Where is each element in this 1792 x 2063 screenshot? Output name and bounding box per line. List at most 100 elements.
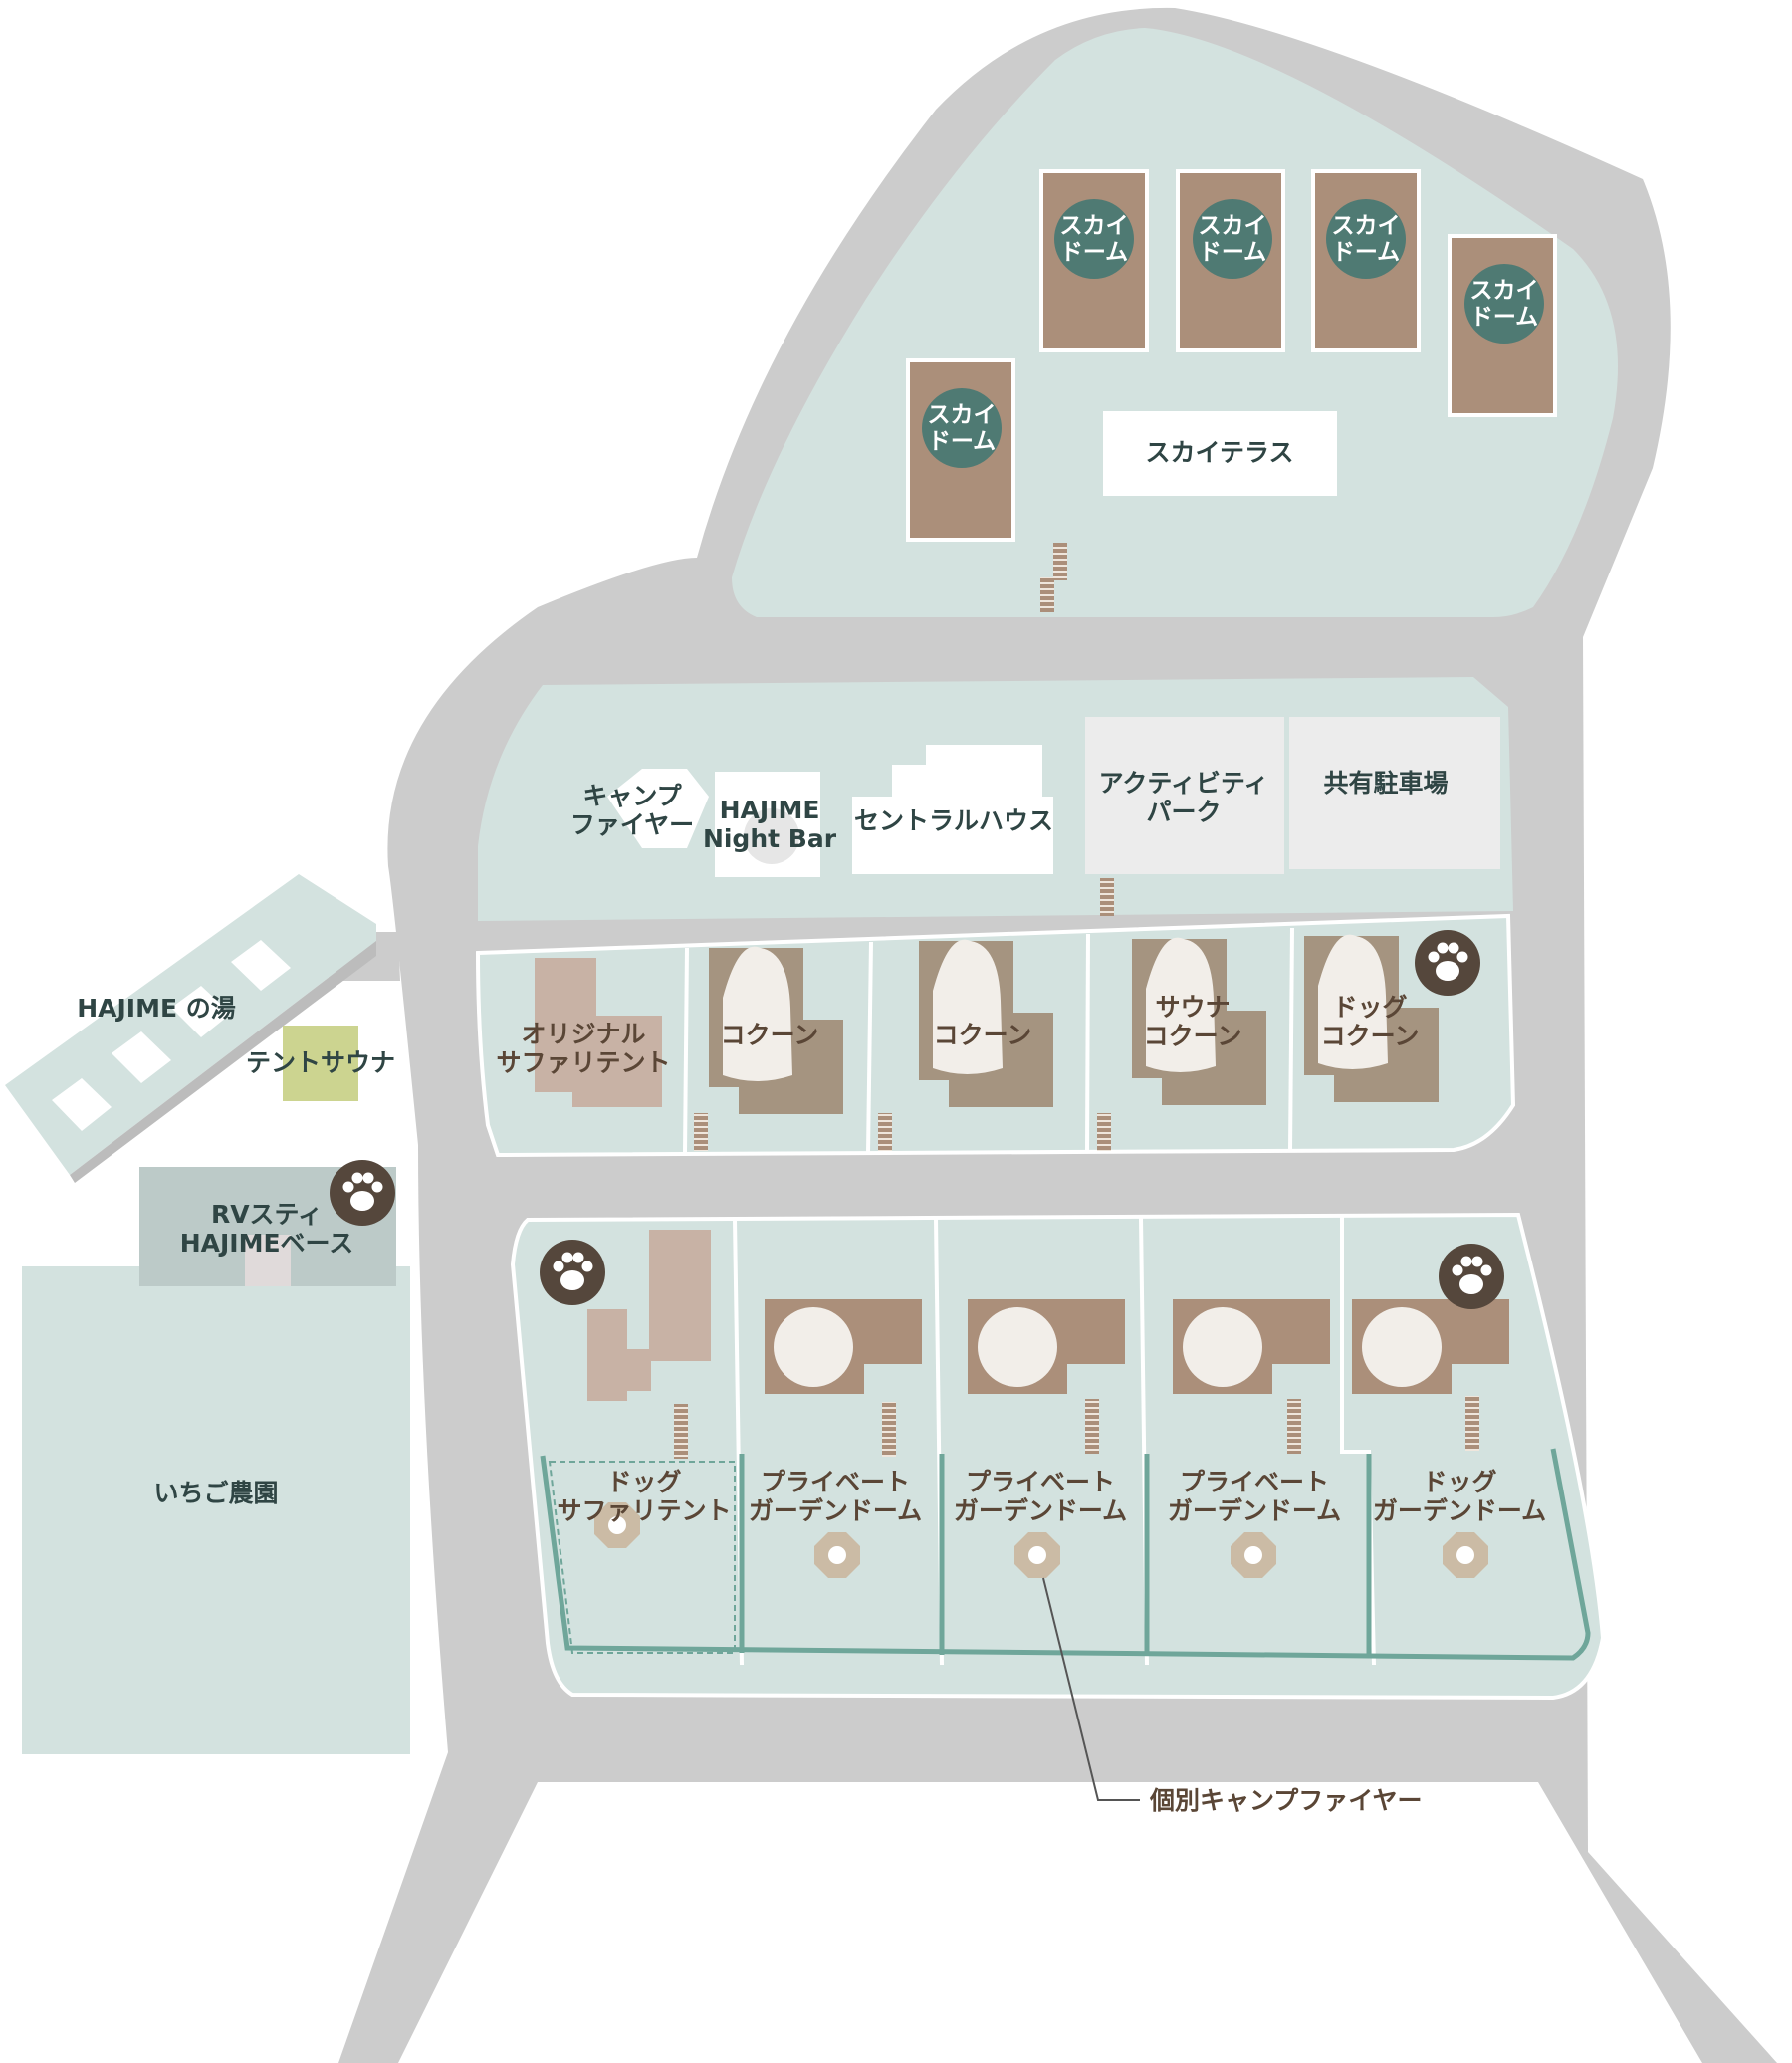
stairs-icon [878, 1113, 892, 1151]
label-line: 共有駐車場 [1323, 769, 1448, 798]
garden-dome-2-label: プライベートガーデンドーム [954, 1468, 1127, 1525]
sky-dome-1[interactable] [1039, 169, 1149, 352]
original-safari-tent[interactable] [535, 958, 662, 1107]
label-line: サウナ [1155, 993, 1230, 1022]
label-line: スカイ [1332, 213, 1401, 239]
label-line: ガーデンドーム [1373, 1496, 1546, 1525]
stairs-icon [1040, 577, 1054, 612]
zone-strawberry-farm [22, 1266, 410, 1754]
label-line: RVスティ [211, 1200, 323, 1229]
sky-dome-labels: スカイドーム スカイドーム スカイドーム スカイドーム スカイドーム [928, 213, 1539, 454]
label-line: ドーム [1060, 239, 1128, 265]
stairs-icon [1085, 1399, 1099, 1454]
stairs-icon [1287, 1399, 1301, 1454]
label-line: コクーン [721, 1021, 819, 1049]
stairs-icon [1465, 1396, 1479, 1451]
sky-dome-3[interactable] [1311, 169, 1421, 352]
sky-terrace-label: スカイテラス [1145, 438, 1293, 467]
original-safari-label: オリジナルサファリテント [496, 1020, 670, 1077]
stairs-icon [1097, 1113, 1111, 1151]
campfire-hexagon[interactable] [607, 769, 709, 848]
tent-sauna-label: テントサウナ [246, 1048, 395, 1077]
fire-pit-callout-line [1042, 1577, 1140, 1801]
sky-dome-5[interactable] [906, 358, 1015, 542]
cocoon-1-label: コクーン [721, 1021, 819, 1049]
sky-terrace-block[interactable] [1103, 411, 1337, 496]
label-line: プライベート [966, 1468, 1115, 1496]
label-line: スカイ [1060, 213, 1129, 239]
sky-dome-2[interactable] [1176, 169, 1285, 352]
stairs-icon [674, 1404, 688, 1459]
label-line: スカイ [928, 402, 997, 428]
garden-dome-2[interactable] [968, 1299, 1125, 1394]
activity-park-block[interactable] [1085, 717, 1284, 874]
cocoon-sauna-label: サウナコクーン [1144, 993, 1242, 1050]
label-line: HAJIMEベース [180, 1229, 354, 1258]
label-line: セントラルハウス [854, 806, 1053, 835]
night-bar-circle [744, 808, 799, 864]
label-line: ドーム [928, 428, 996, 454]
label-line: ファイヤー [570, 810, 694, 839]
label-line: ドーム [1332, 239, 1400, 265]
sky-dome-2-label: スカイドーム [1199, 213, 1267, 265]
dog-safari-tent-label: ドッグサファリテント [557, 1468, 731, 1525]
stairs-icon [694, 1113, 708, 1151]
hajime-yu-label: HAJIME の湯 [77, 994, 236, 1023]
label-line: プライベート [761, 1468, 910, 1496]
zone-hajime-yu [5, 874, 376, 1183]
stairs-icon [882, 1402, 896, 1457]
paw-icon [330, 1160, 395, 1226]
dog-garden-dome[interactable] [1352, 1299, 1509, 1394]
label-line: コクーン [1144, 1022, 1242, 1050]
label-line: ドーム [1470, 304, 1538, 330]
label-line: コクーン [1321, 1022, 1420, 1050]
stairs-icon [1053, 543, 1067, 580]
dog-safari-tent[interactable] [587, 1230, 711, 1401]
cocoon-2-label: コクーン [934, 1021, 1032, 1049]
dog-garden-dome-label: ドッグガーデンドーム [1373, 1468, 1546, 1525]
label-line: Night Bar [703, 824, 837, 853]
label-line: オリジナル [521, 1020, 645, 1048]
label-line: ドーム [1199, 239, 1266, 265]
label-line: 個別キャンプファイヤー [1149, 1786, 1423, 1815]
parking-label: 共有駐車場 [1323, 769, 1448, 798]
label-line: スカイ [1470, 278, 1539, 304]
parking-block[interactable] [1289, 717, 1500, 869]
paw-icon [1415, 930, 1480, 996]
label-line: サファリテント [496, 1048, 670, 1077]
sky-dome-1-label: スカイドーム [1060, 213, 1129, 265]
label-line: コクーン [934, 1021, 1032, 1049]
label-line: キャンプ [582, 782, 682, 810]
label-line: スカイテラス [1145, 438, 1293, 467]
label-line: ガーデンドーム [954, 1496, 1127, 1525]
paw-icon [540, 1240, 605, 1305]
label-line: ガーデンドーム [1168, 1496, 1341, 1525]
sky-dome-5-label: スカイドーム [928, 402, 997, 454]
label-line: パーク [1146, 798, 1221, 826]
paw-icon [1439, 1244, 1504, 1309]
sky-dome-4-label: スカイドーム [1470, 278, 1539, 330]
campfire-label: キャンプファイヤー [570, 782, 694, 839]
sky-dome-4[interactable] [1448, 234, 1557, 417]
activity-park-label: アクティビティパーク [1099, 769, 1269, 826]
label-line: ドッグ [606, 1468, 681, 1496]
stairs-icon [1100, 878, 1114, 916]
garden-dome-3[interactable] [1173, 1299, 1330, 1394]
cocoon-dog-label: ドッグコクーン [1321, 993, 1420, 1050]
label-line: ガーデンドーム [749, 1496, 922, 1525]
label-line: ドッグ [1332, 993, 1407, 1022]
label-line: いちご農園 [153, 1479, 278, 1507]
central-house-block[interactable] [852, 745, 1053, 874]
label-line: プライベート [1180, 1468, 1329, 1496]
tent-sauna-block[interactable] [283, 1026, 358, 1101]
garden-dome-3-label: プライベートガーデンドーム [1168, 1468, 1341, 1525]
strawberry-farm-label: いちご農園 [153, 1479, 278, 1507]
garden-dome-1-label: プライベートガーデンドーム [749, 1468, 922, 1525]
central-house-label: セントラルハウス [854, 806, 1053, 835]
sky-dome-3-label: スカイドーム [1332, 213, 1401, 265]
label-line: アクティビティ [1099, 769, 1269, 798]
garden-dome-1[interactable] [765, 1299, 922, 1394]
